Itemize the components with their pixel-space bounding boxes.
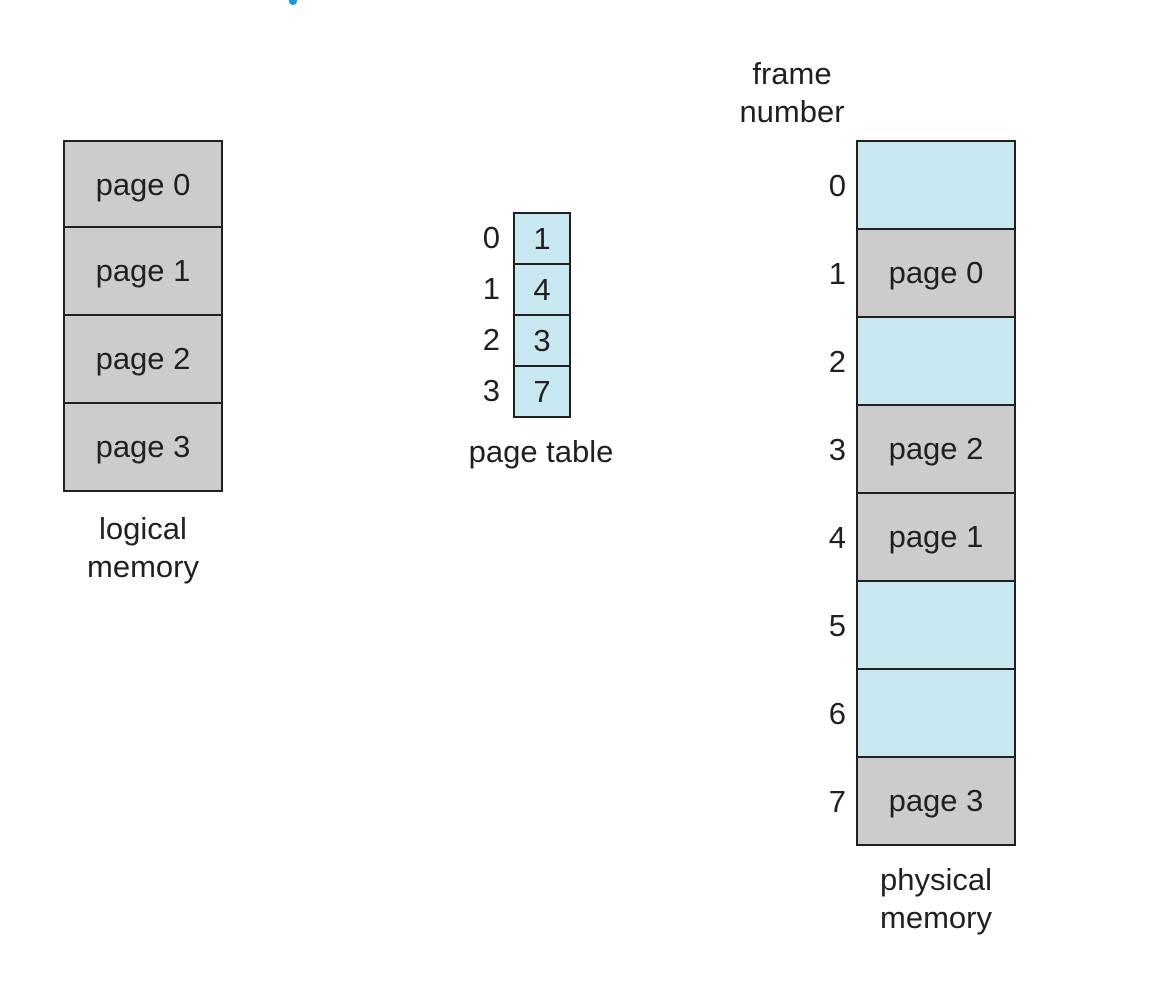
page-table-entry: 1	[513, 212, 571, 265]
physical-frame: page 3	[856, 756, 1016, 846]
frame-number: 0	[828, 168, 846, 203]
page-table-index: 0	[482, 220, 500, 255]
frame-number: 5	[828, 608, 846, 643]
logical-page: page 3	[63, 402, 223, 492]
label-line: memory	[880, 900, 992, 935]
frame-number: 4	[828, 520, 846, 555]
physical-memory-label: physical memory	[836, 861, 1036, 937]
page-table-label: page table	[468, 434, 614, 469]
physical-frame	[856, 580, 1016, 670]
page-table-index: 2	[482, 322, 500, 357]
label-line: logical	[99, 511, 187, 546]
physical-frame	[856, 140, 1016, 230]
physical-frame	[856, 668, 1016, 758]
page-table-index: 1	[482, 271, 500, 306]
label-line: number	[739, 94, 845, 129]
frame-number: 6	[828, 696, 846, 731]
label-line: physical	[880, 862, 992, 897]
frame-number: 1	[828, 256, 846, 291]
page-table-entry: 3	[513, 314, 571, 367]
page-table-index: 3	[482, 373, 500, 408]
label-line: frame	[752, 56, 832, 91]
label-line: memory	[87, 549, 199, 584]
frame-number: 7	[828, 784, 846, 819]
physical-frame: page 1	[856, 492, 1016, 582]
logical-page: page 1	[63, 226, 223, 316]
physical-frame: page 0	[856, 228, 1016, 318]
frame-number-header: frame number	[692, 55, 892, 131]
physical-frame: page 2	[856, 404, 1016, 494]
cropped-heading-fragment	[289, 0, 297, 5]
physical-frame	[856, 316, 1016, 406]
frame-number: 2	[828, 344, 846, 379]
logical-memory-label: logical memory	[43, 510, 243, 586]
page-table-entry: 4	[513, 263, 571, 316]
page-table-entry: 7	[513, 365, 571, 418]
logical-page: page 2	[63, 314, 223, 404]
frame-number: 3	[828, 432, 846, 467]
logical-page: page 0	[63, 140, 223, 230]
